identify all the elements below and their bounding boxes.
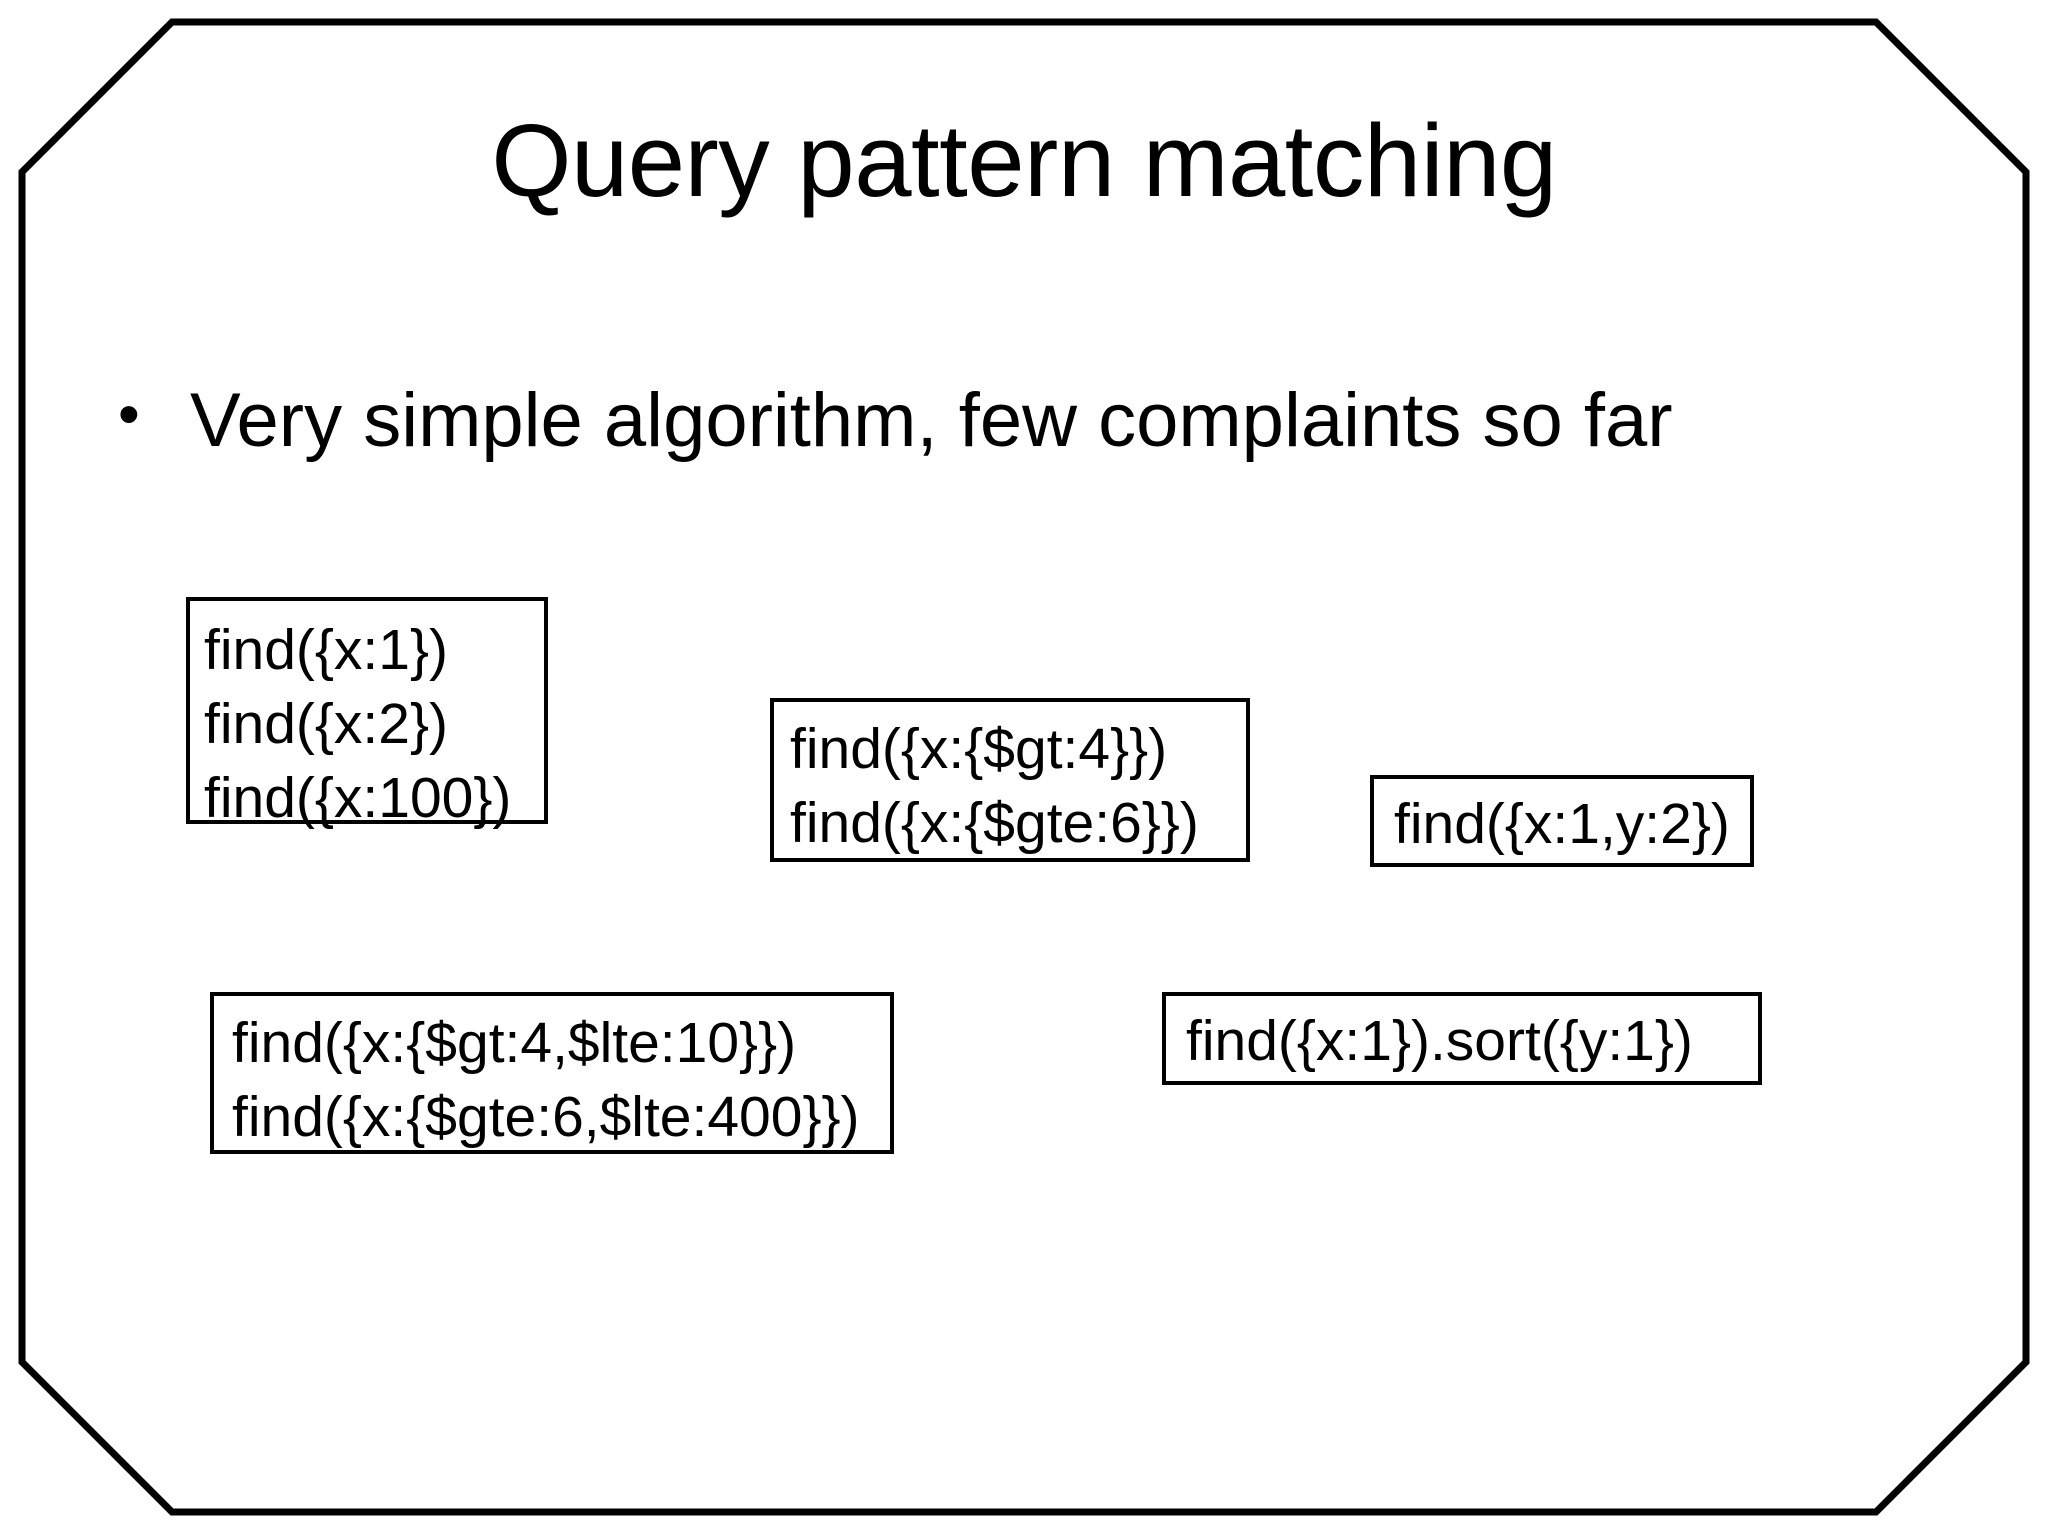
query-box-range-open-queries: find({x:{$gt:4}}) find({x:{$gte:6}}) <box>770 698 1250 862</box>
query-line: find({x:1}).sort({y:1}) <box>1186 1009 1693 1073</box>
query-box-compound-equality-query: find({x:1,y:2}) <box>1370 775 1754 867</box>
query-line: find({x:{$gte:6}}) <box>790 791 1199 856</box>
bullet-text: Very simple algorithm, few complaints so… <box>190 378 1673 463</box>
query-box-range-bounded-queries: find({x:{$gt:4,$lte:10}}) find({x:{$gte:… <box>210 992 894 1154</box>
query-line: find({x:{$gt:4,$lte:10}}) <box>232 1011 797 1075</box>
query-line: find({x:100}) <box>204 766 512 831</box>
query-line: find({x:1}) <box>204 618 448 682</box>
bullet-marker-icon: • <box>118 380 140 449</box>
query-box-query-with-sort: find({x:1}).sort({y:1}) <box>1162 992 1762 1085</box>
page-title: Query pattern matching <box>491 103 1557 218</box>
query-line: find({x:1,y:2}) <box>1394 792 1730 856</box>
query-box-exact-match-queries: find({x:1}) find({x:2}) find({x:100}) <box>186 597 548 830</box>
query-line: find({x:{$gte:6,$lte:400}}) <box>232 1085 860 1150</box>
bullet-list: • Very simple algorithm, few complaints … <box>118 378 1908 464</box>
query-line: find({x:{$gt:4}}) <box>790 717 1168 781</box>
query-line: find({x:2}) <box>204 692 448 757</box>
list-item: • Very simple algorithm, few complaints … <box>118 378 1908 464</box>
